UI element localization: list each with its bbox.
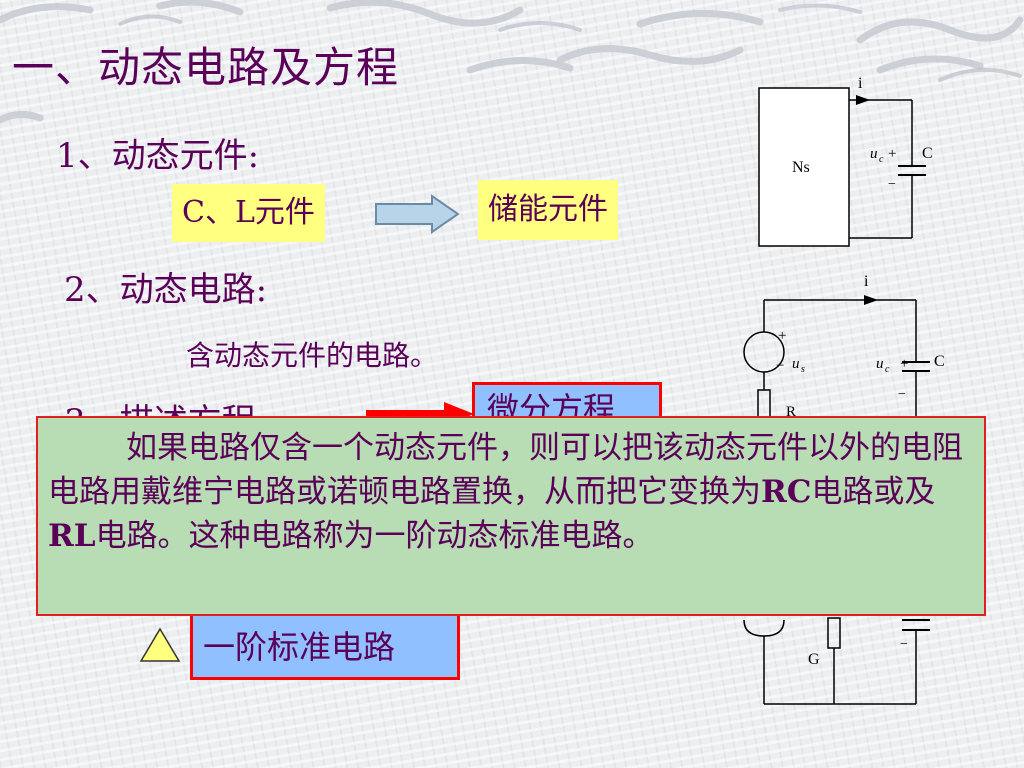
network-label: Ns [792, 159, 810, 176]
energy-storage-box: 储能元件 [478, 180, 618, 240]
note-rc: RC [761, 474, 812, 510]
circuit-ns-diagram: i Ns u c + C − [758, 75, 933, 247]
first-order-circuit-box: 一阶标准电路 [190, 616, 460, 680]
dynamic-circuit-definition: 含动态元件的电路。 [186, 339, 439, 372]
svg-text:−: − [776, 358, 784, 374]
section2-heading: 2、动态电路: [64, 270, 268, 310]
note-text-part1: 如果电路仅含一个动态元件，则可以把该动态元件以外的电阻电路用戴维宁电路或诺顿电路… [48, 430, 963, 510]
conductance-label: G [808, 651, 820, 668]
svg-text:−: − [888, 177, 896, 192]
current-label: i [858, 75, 863, 92]
capacitor-label: C [934, 353, 945, 370]
page-title: 一、动态电路及方程 [12, 43, 400, 92]
svg-text:c: c [879, 154, 884, 165]
note-text-part2: 电路或及 [811, 474, 936, 510]
note-text-part3: 电路。这种电路称为一阶动态标准电路。 [95, 518, 654, 554]
svg-text:u: u [870, 146, 878, 162]
circuit-rc-diagram: i + − u s u c + C − R [743, 273, 945, 418]
circuit-norton-diagram: G − [743, 617, 930, 705]
svg-text:−: − [898, 387, 906, 402]
svg-text:−: − [900, 637, 908, 652]
current-label: i [864, 273, 869, 290]
svg-text:u: u [876, 356, 884, 372]
triangle-icon [139, 627, 181, 662]
resistor-label: R [786, 404, 796, 418]
arrow-right-icon [375, 194, 460, 234]
svg-text:+: + [778, 328, 786, 344]
note-rl: RL [48, 518, 96, 554]
svg-text:s: s [801, 364, 805, 375]
cl-elements-box: C、L元件 [172, 184, 325, 242]
svg-text:+: + [900, 356, 908, 372]
svg-text:+: + [888, 146, 896, 162]
section1-heading: 1、动态元件: [56, 136, 260, 176]
svg-text:u: u [792, 356, 800, 372]
note-box: 如果电路仅含一个动态元件，则可以把该动态元件以外的电阻电路用戴维宁电路或诺顿电路… [36, 416, 986, 616]
svg-text:c: c [885, 364, 890, 375]
capacitor-label: C [922, 145, 933, 162]
